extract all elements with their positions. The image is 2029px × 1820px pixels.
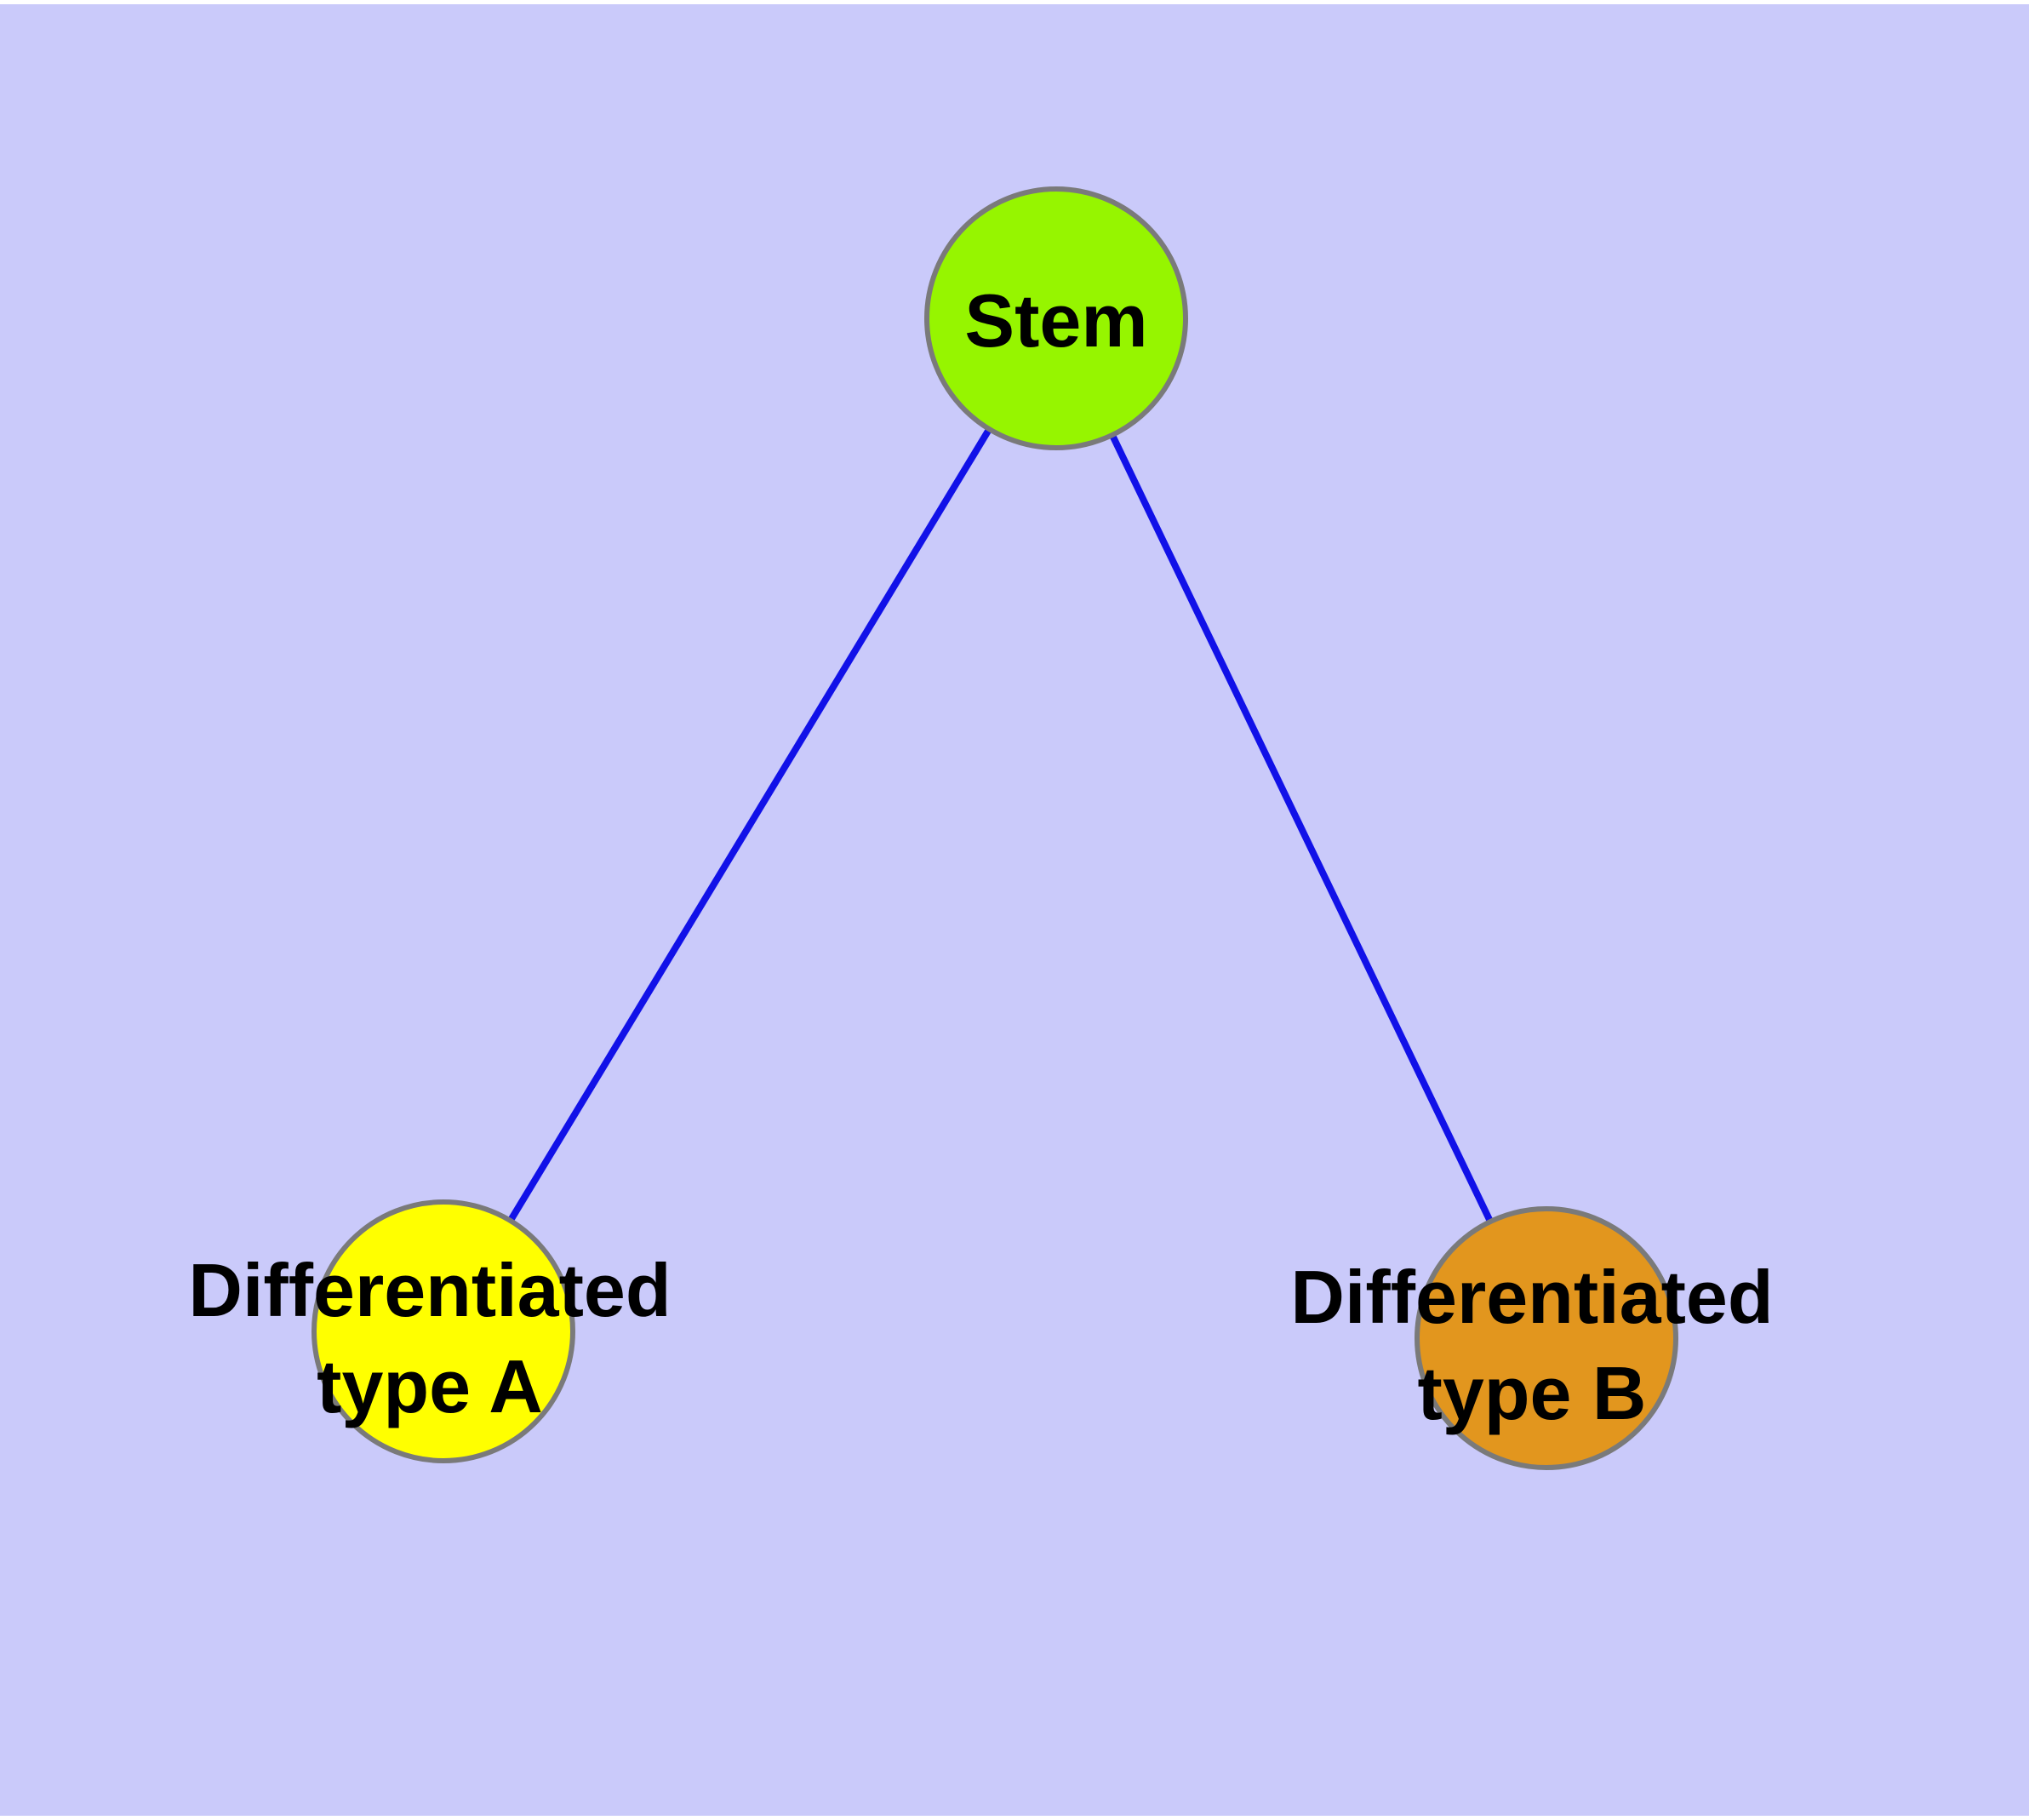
edge-stem-to-type-b <box>1053 317 1550 1340</box>
edge-layer <box>440 316 1550 1340</box>
node-type-b-label-line2: type B <box>1418 1351 1647 1435</box>
node-stem-circle <box>924 186 1188 450</box>
node-stem-label: Stem <box>964 278 1147 363</box>
edge-stem-to-type-a <box>440 316 1060 1334</box>
node-differentiated-type-b: Differentiated type B <box>1290 1206 1774 1470</box>
node-differentiated-type-a: Differentiated type A <box>188 1199 672 1463</box>
node-type-a-label-line2: type A <box>317 1344 543 1428</box>
node-type-b-label-line1: Differentiated <box>1290 1255 1773 1339</box>
node-type-b-circle <box>1415 1206 1678 1470</box>
node-type-a-label-line1: Differentiated <box>188 1248 671 1332</box>
node-type-a-circle <box>311 1199 575 1463</box>
node-stem: Stem <box>924 186 1188 450</box>
